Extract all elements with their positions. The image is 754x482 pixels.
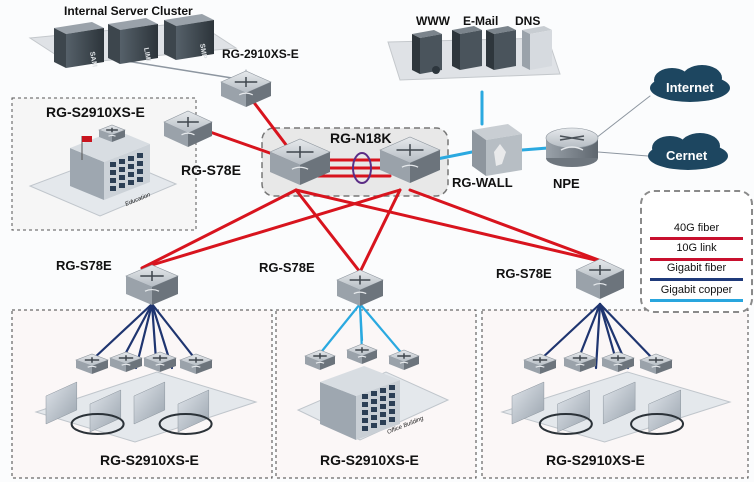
dist-switch-right: [575, 258, 625, 299]
link-dist-right-access-2: [598, 302, 618, 362]
server-email-2: [486, 26, 516, 70]
link-core-dist-mid-a: [294, 188, 362, 274]
access-switch-left-3: [179, 353, 213, 374]
server-cluster: SAM LIMI SMP: [54, 14, 214, 68]
link-dist-right-access-3: [598, 302, 656, 362]
link-dist-left-access-3: [150, 302, 198, 362]
access-switch-mid-0: [304, 349, 336, 370]
legend-label-gigabit-copper: Gigabit copper: [660, 284, 733, 296]
campus-right: [500, 371, 732, 443]
server-smp: SMP: [164, 14, 214, 60]
access-mid-label: RG-S2910XS-E: [320, 452, 419, 468]
campus-left: [34, 371, 258, 443]
education-core-switch: [163, 110, 213, 147]
cloud-internet-label: Internet: [666, 80, 714, 95]
link-dist-mid-access-3: [358, 302, 364, 342]
legend-line-gigabit-fiber: [650, 278, 743, 281]
education-core-label: RG-S78E: [181, 162, 241, 178]
legend-label-40g: 40G fiber: [673, 222, 720, 234]
legend-label-gigabit-fiber: Gigabit fiber: [666, 262, 727, 274]
link-servers-switch: [119, 59, 233, 79]
link-core-dist-mid-b: [358, 188, 402, 274]
cloud-cernet-label: Cernet: [666, 148, 708, 163]
switches: [75, 70, 673, 374]
link-core-dist-left-a: [140, 188, 298, 270]
access-switch-left-1: [109, 351, 143, 372]
service-dns-label: DNS: [515, 14, 541, 28]
dist-switch-mid: [336, 269, 384, 306]
link-aggregation-ring: [352, 152, 372, 184]
access-switch-right-0: [523, 353, 557, 374]
link-dist-right-access-0: [538, 302, 602, 362]
access-switch-mid-2: [388, 349, 420, 370]
link-firewall-npe: [520, 146, 550, 152]
core-switch-left: [269, 138, 331, 185]
link-core-dist-right-a: [294, 188, 606, 264]
link-dist-right-access-1: [576, 302, 602, 362]
service-servers: [412, 26, 552, 74]
server-1-text: SAM: [88, 51, 98, 68]
access-switch-mid-1: [346, 343, 378, 364]
server-www-disk: [432, 66, 440, 74]
legend-line-10g: [650, 258, 743, 261]
cloud-cernet: [648, 133, 728, 170]
dist-mid-label: RG-S78E: [259, 260, 315, 275]
server-www: [412, 30, 442, 74]
link-core-dist-right-b: [408, 188, 606, 264]
firewall-label: RG-WALL: [452, 175, 513, 190]
firewall-device: [472, 124, 522, 176]
dist-right-label: RG-S78E: [496, 266, 552, 281]
access-switch-right-1: [563, 351, 597, 372]
cluster-title: Internal Server Cluster: [64, 4, 193, 18]
core-switch-label: RG-N18K: [330, 130, 392, 146]
link-dist-left-access-0: [90, 302, 154, 362]
access-switch-left-0: [75, 353, 109, 374]
dist-left-label: RG-S78E: [56, 258, 112, 273]
legend-label-10g: 10G link: [676, 242, 717, 254]
server-2-text: LIMI: [142, 47, 151, 62]
legend: 40G fiber 10G link Gigabit fiber Gigabit…: [640, 190, 753, 313]
education-access-switch: [98, 124, 126, 142]
access-switch-left-2: [143, 351, 177, 372]
access-switch-right-2: [601, 351, 635, 372]
legend-line-40g: [650, 237, 743, 240]
education-building: Education: [28, 130, 178, 217]
legend-line-gigabit-copper: [650, 299, 743, 302]
office-building: Office Building: [296, 366, 450, 441]
service-www-label: WWW: [416, 14, 450, 28]
core-switch-right: [379, 136, 441, 183]
link-dist-mid-access-2: [358, 302, 406, 358]
link-npe-cernet: [597, 151, 649, 157]
server-3-text: SMP: [198, 43, 208, 59]
server-email: [452, 26, 482, 70]
cluster-switch-label: RG-2910XS-E: [222, 47, 299, 61]
cloud-internet: [650, 65, 730, 102]
server-sam: SAM: [54, 22, 104, 68]
cluster-switch: [220, 70, 272, 107]
link-dist-right-access-4: [594, 302, 602, 370]
link-dist-left-access-1: [120, 302, 154, 362]
service-email-label: E-Mail: [463, 14, 499, 28]
server-limi: LIMI: [108, 18, 158, 64]
dist-switch-left: [125, 264, 179, 305]
link-npe-internet: [595, 95, 651, 139]
access-switch-right-3: [639, 353, 673, 374]
link-dist-mid-access-0: [316, 302, 362, 358]
npe-label: NPE: [553, 176, 580, 191]
link-dist-left-access-2: [150, 302, 158, 362]
education-access-label: RG-S2910XS-E: [46, 104, 145, 120]
buildings: Office Building Education: [28, 130, 732, 443]
npe-router: [545, 127, 599, 167]
server-dns: [522, 26, 552, 70]
access-right-label: RG-S2910XS-E: [546, 452, 645, 468]
access-left-label: RG-S2910XS-E: [100, 452, 199, 468]
